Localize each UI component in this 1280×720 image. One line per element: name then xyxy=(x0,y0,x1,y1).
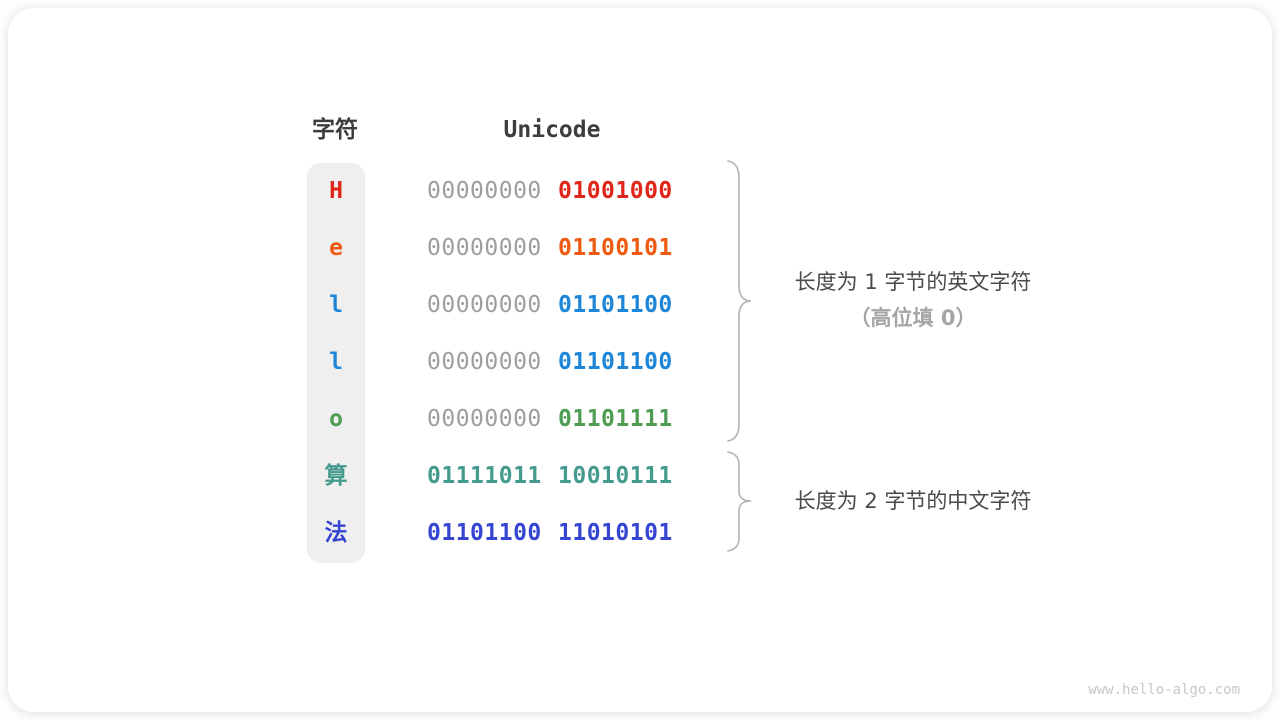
unicode-row: 00000000 01101111 xyxy=(427,404,673,434)
char-cell-fa: 法 xyxy=(324,520,348,546)
diagram-card xyxy=(8,8,1272,712)
char-cell-e: e xyxy=(329,235,343,261)
char-cell-h: H xyxy=(329,178,343,204)
high-byte: 00000000 xyxy=(427,292,542,318)
low-byte: 11010101 xyxy=(558,520,673,546)
low-byte: 01100101 xyxy=(558,235,673,261)
unicode-row: 01111011 10010111 xyxy=(427,461,673,491)
unicode-column-header: Unicode xyxy=(503,117,601,143)
char-column-header: 字符 xyxy=(312,117,358,143)
char-cell-l1: l xyxy=(329,292,343,318)
low-byte: 01101100 xyxy=(558,292,673,318)
low-byte: 01101100 xyxy=(558,349,673,375)
char-cell-l2: l xyxy=(329,349,343,375)
brace-two-byte-group xyxy=(722,451,754,552)
unicode-row: 00000000 01100101 xyxy=(427,233,673,263)
high-byte: 00000000 xyxy=(427,178,542,204)
unicode-row: 00000000 01101100 xyxy=(427,347,673,377)
watermark-url: www.hello-algo.com xyxy=(1088,682,1240,698)
char-cell-o: o xyxy=(329,406,343,432)
low-byte: 01001000 xyxy=(558,178,673,204)
annotation-english-chars: 长度为 1 字节的英文字符 xyxy=(794,270,1032,294)
high-byte: 01111011 xyxy=(427,463,542,489)
high-byte: 00000000 xyxy=(427,235,542,261)
unicode-row: 00000000 01101100 xyxy=(427,290,673,320)
annotation-high-bits-zero: （高位填 0） xyxy=(849,306,977,330)
char-column-background xyxy=(307,163,365,563)
low-byte: 01101111 xyxy=(558,406,673,432)
char-cell-suan: 算 xyxy=(324,463,348,489)
unicode-row: 00000000 01001000 xyxy=(427,176,673,206)
brace-one-byte-group xyxy=(722,160,754,442)
annotation-chinese-chars: 长度为 2 字节的中文字符 xyxy=(794,489,1032,513)
high-byte: 00000000 xyxy=(427,406,542,432)
high-byte: 01101100 xyxy=(427,520,542,546)
unicode-row: 01101100 11010101 xyxy=(427,518,673,548)
low-byte: 10010111 xyxy=(558,463,673,489)
high-byte: 00000000 xyxy=(427,349,542,375)
